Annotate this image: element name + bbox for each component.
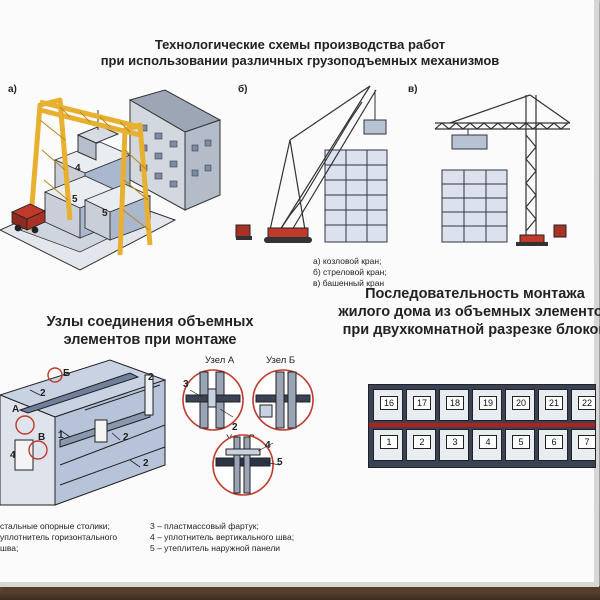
callout-1: 1 (58, 430, 64, 441)
floor (0, 586, 600, 600)
sequence-number-lower: 5 (512, 435, 530, 449)
sequence-number-upper: 20 (512, 396, 530, 410)
sequence-number-lower: 7 (578, 435, 595, 449)
panel-a-label: а) (8, 84, 17, 95)
sequence-block-upper: 16 (373, 389, 403, 421)
joints-legend-left-3: шва; (0, 543, 19, 553)
sequence-number-lower: 4 (479, 435, 497, 449)
sequence-block-lower: 2 (406, 429, 436, 461)
sequence-block-lower: 3 (439, 429, 469, 461)
callout-2c: 2 (143, 458, 149, 469)
callout-4-iso: 4 (10, 450, 16, 461)
sequence-number-upper: 22 (578, 396, 595, 410)
sequence-building-elevation: 16 17 18 19 20 21 22 1 2 3 4 5 6 7 (368, 384, 596, 468)
node-callout-3: 3 (183, 379, 189, 390)
joints-legend-left-2: уплотнитель горизонтального (0, 532, 118, 542)
jib-crane-illustration (235, 85, 388, 243)
sequence-block-lower: 6 (538, 429, 568, 461)
crane-legend-b: б) стреловой кран; (313, 267, 387, 277)
sequence-block-lower: 7 (571, 429, 595, 461)
sequence-number-lower: 6 (545, 435, 563, 449)
sequence-block-upper: 22 (571, 389, 595, 421)
poster-title-line2: при использовании различных грузоподъемн… (100, 53, 500, 68)
block-number-5a: 5 (72, 194, 78, 205)
sequence-title-line3: при двухкомнатной разрезке блоков (342, 322, 600, 338)
sequence-number-upper: 21 (545, 396, 563, 410)
block-number-4: 4 (75, 163, 81, 174)
joints-title-line1: Узлы соединения объемных (46, 314, 254, 330)
node-callout-4: 4 (265, 440, 271, 451)
callout-2b: 2 (123, 432, 129, 443)
sequence-block-upper: 20 (505, 389, 535, 421)
sequence-block-upper: 21 (538, 389, 568, 421)
sequence-number-lower: 2 (413, 435, 431, 449)
joints-title-line2: элементов при монтаже (63, 332, 237, 348)
joints-legend-right-3: 5 – утеплитель наружной панели (150, 543, 281, 553)
floor-seam-strip (369, 423, 595, 427)
sequence-title-line1: Последовательность монтажа (365, 286, 585, 302)
sequence-number-upper: 16 (380, 396, 398, 410)
sequence-block-lower: 5 (505, 429, 535, 461)
marker-v-label: В (38, 432, 46, 443)
panel-v-label: в) (408, 84, 418, 95)
joints-legend-right-1: 3 – пластмассовый фартук; (150, 521, 259, 531)
sequence-block-lower: 1 (373, 429, 403, 461)
sequence-block-upper: 17 (406, 389, 436, 421)
block-number-5b: 5 (102, 208, 108, 219)
poster-title-line1: Технологические схемы производства работ (154, 37, 446, 52)
crane-legend-a: а) козловой кран; (313, 256, 382, 266)
tower-crane-illustration (434, 94, 571, 246)
sequence-block-upper: 18 (439, 389, 469, 421)
sequence-number-upper: 18 (446, 396, 464, 410)
sequence-block-upper: 19 (472, 389, 502, 421)
marker-a-label: А (12, 404, 20, 415)
joint-isometric-illustration (0, 359, 167, 506)
sequence-title-line2: жилого дома из объемных элементов (338, 304, 600, 320)
node-callout-5: 5 (277, 457, 283, 468)
crane-legend-v: в) башенный кран (313, 278, 385, 288)
node-a-label: Узел А (205, 355, 235, 366)
joints-legend-left-1: стальные опорные столики; (0, 521, 110, 531)
gantry-crane-illustration (0, 89, 222, 271)
sequence-block-lower: 4 (472, 429, 502, 461)
joints-legend-right-2: 4 – уплотнитель вертикального шва; (150, 532, 295, 542)
sequence-number-upper: 19 (479, 396, 497, 410)
sequence-number-upper: 17 (413, 396, 431, 410)
poster-board: Технологические схемы производства работ… (0, 0, 600, 587)
panel-b-label: б) (238, 84, 248, 95)
callout-2d: 2 (148, 372, 154, 383)
node-details-illustration (182, 369, 314, 496)
sequence-number-lower: 3 (446, 435, 464, 449)
sequence-number-lower: 1 (380, 435, 398, 449)
callout-2a: 2 (40, 388, 46, 399)
marker-b-label: Б (63, 368, 71, 379)
node-b-label: Узел Б (266, 355, 296, 366)
node-callout-2: 2 (232, 422, 238, 433)
